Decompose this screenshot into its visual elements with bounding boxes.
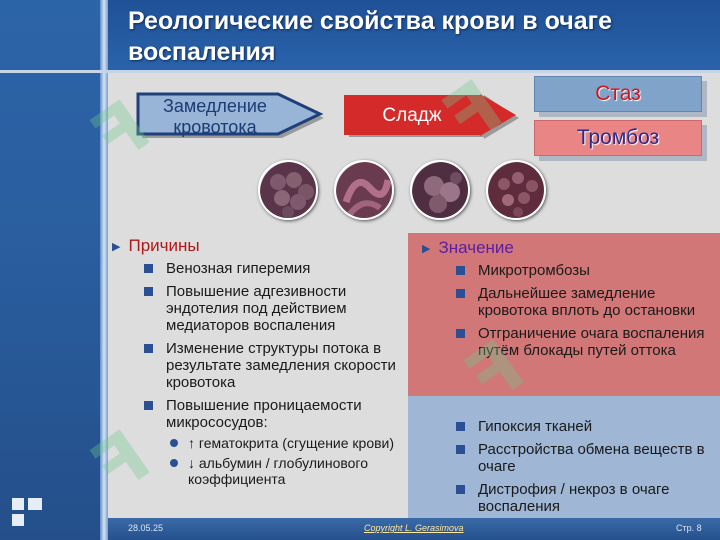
left-sidebar [0,0,108,540]
nav-square-icon [12,498,24,510]
square-bullet-icon [456,485,465,494]
microscopy-image [334,160,394,220]
triangle-bullet-icon: ▶ [112,240,121,253]
square-bullet-icon [144,344,153,353]
outcome-stasis: Стаз [534,76,702,112]
square-bullet-icon [144,401,153,410]
flow-step-sludge: Сладж [344,94,520,140]
square-bullet-icon [456,422,465,431]
significance-list-bottom: Гипоксия тканей Расстройства обмена веще… [452,418,716,521]
slide-title: Реологические свойства крови в очаге вос… [128,7,612,66]
slide-date: 28.05.25 [128,523,164,533]
significance-panel-bottom [408,396,720,518]
blood-cells-illustration [488,162,544,218]
list-item: Повышение проницаемости микрососудов: ↑ … [140,397,406,487]
flow-step-slowdown-label: Замедление кровотока [163,96,267,137]
nav-square-icon [12,514,24,526]
significance-heading: ▶ Значение [422,238,514,258]
blood-cells-illustration [260,162,316,218]
blood-cells-illustration [412,162,468,218]
outcome-thrombosis-label: Тромбоз [576,126,660,149]
list-item: Повышение адгезивности эндотелия под дей… [140,283,406,334]
significance-heading-label: Значение [438,238,514,257]
causes-heading-label: Причины [128,236,200,255]
square-bullet-icon [144,287,153,296]
causes-heading: ▶ Причины [112,236,200,256]
round-bullet-icon [170,459,178,467]
flow-step-slowdown: Замедление кровотока [136,92,332,142]
sub-list-item: ↑ гематокрита (сгущение крови) [166,435,406,451]
sub-list-item: ↓ альбумин / глобулинового коэффициента [166,455,406,487]
triangle-bullet-icon: ▶ [422,242,431,255]
square-bullet-icon [456,266,465,275]
round-bullet-icon [170,439,178,447]
microscopy-image [258,160,318,220]
list-item: Изменение структуры потока в результате … [140,340,406,391]
blood-cells-illustration [336,162,392,218]
microscopy-image [486,160,546,220]
square-bullet-icon [456,329,465,338]
flow-step-sludge-label: Сладж [382,105,442,126]
outcome-thrombosis: Тромбоз [534,120,702,156]
causes-list: Венозная гиперемия Повышение адгезивност… [140,260,406,493]
pentagon-arrow-shape [136,92,324,138]
list-item: Дистрофия / некроз в очаге воспаления [452,481,716,515]
square-bullet-icon [456,289,465,298]
list-item: Гипоксия тканей [452,418,716,435]
list-item: Венозная гиперемия [140,260,406,277]
significance-list-top: Микротромбозы Дальнейшее замедление кров… [452,262,716,365]
microscopy-image [410,160,470,220]
list-item: Отграничение очага воспаления путём блок… [452,325,716,359]
list-item: Микротромбозы [452,262,716,279]
footer-bar [108,518,720,540]
nav-square-icon [28,498,42,510]
square-bullet-icon [456,445,465,454]
causes-sublist: ↑ гематокрита (сгущение крови) ↓ альбуми… [166,435,406,487]
outcome-stasis-label: Стаз [595,82,641,105]
sidebar-divider [100,0,108,540]
copyright-link[interactable]: Copyright L. Gerasimova [364,523,464,533]
arrow-shape [344,94,519,139]
title-bar [108,0,720,72]
list-item: Расстройства обмена веществ в очаге [452,441,716,475]
square-bullet-icon [144,264,153,273]
significance-panel-top [408,233,720,396]
page-number: Стр. 8 [676,523,702,533]
header-divider [0,70,720,73]
list-item: Дальнейшее замедление кровотока вплоть д… [452,285,716,319]
